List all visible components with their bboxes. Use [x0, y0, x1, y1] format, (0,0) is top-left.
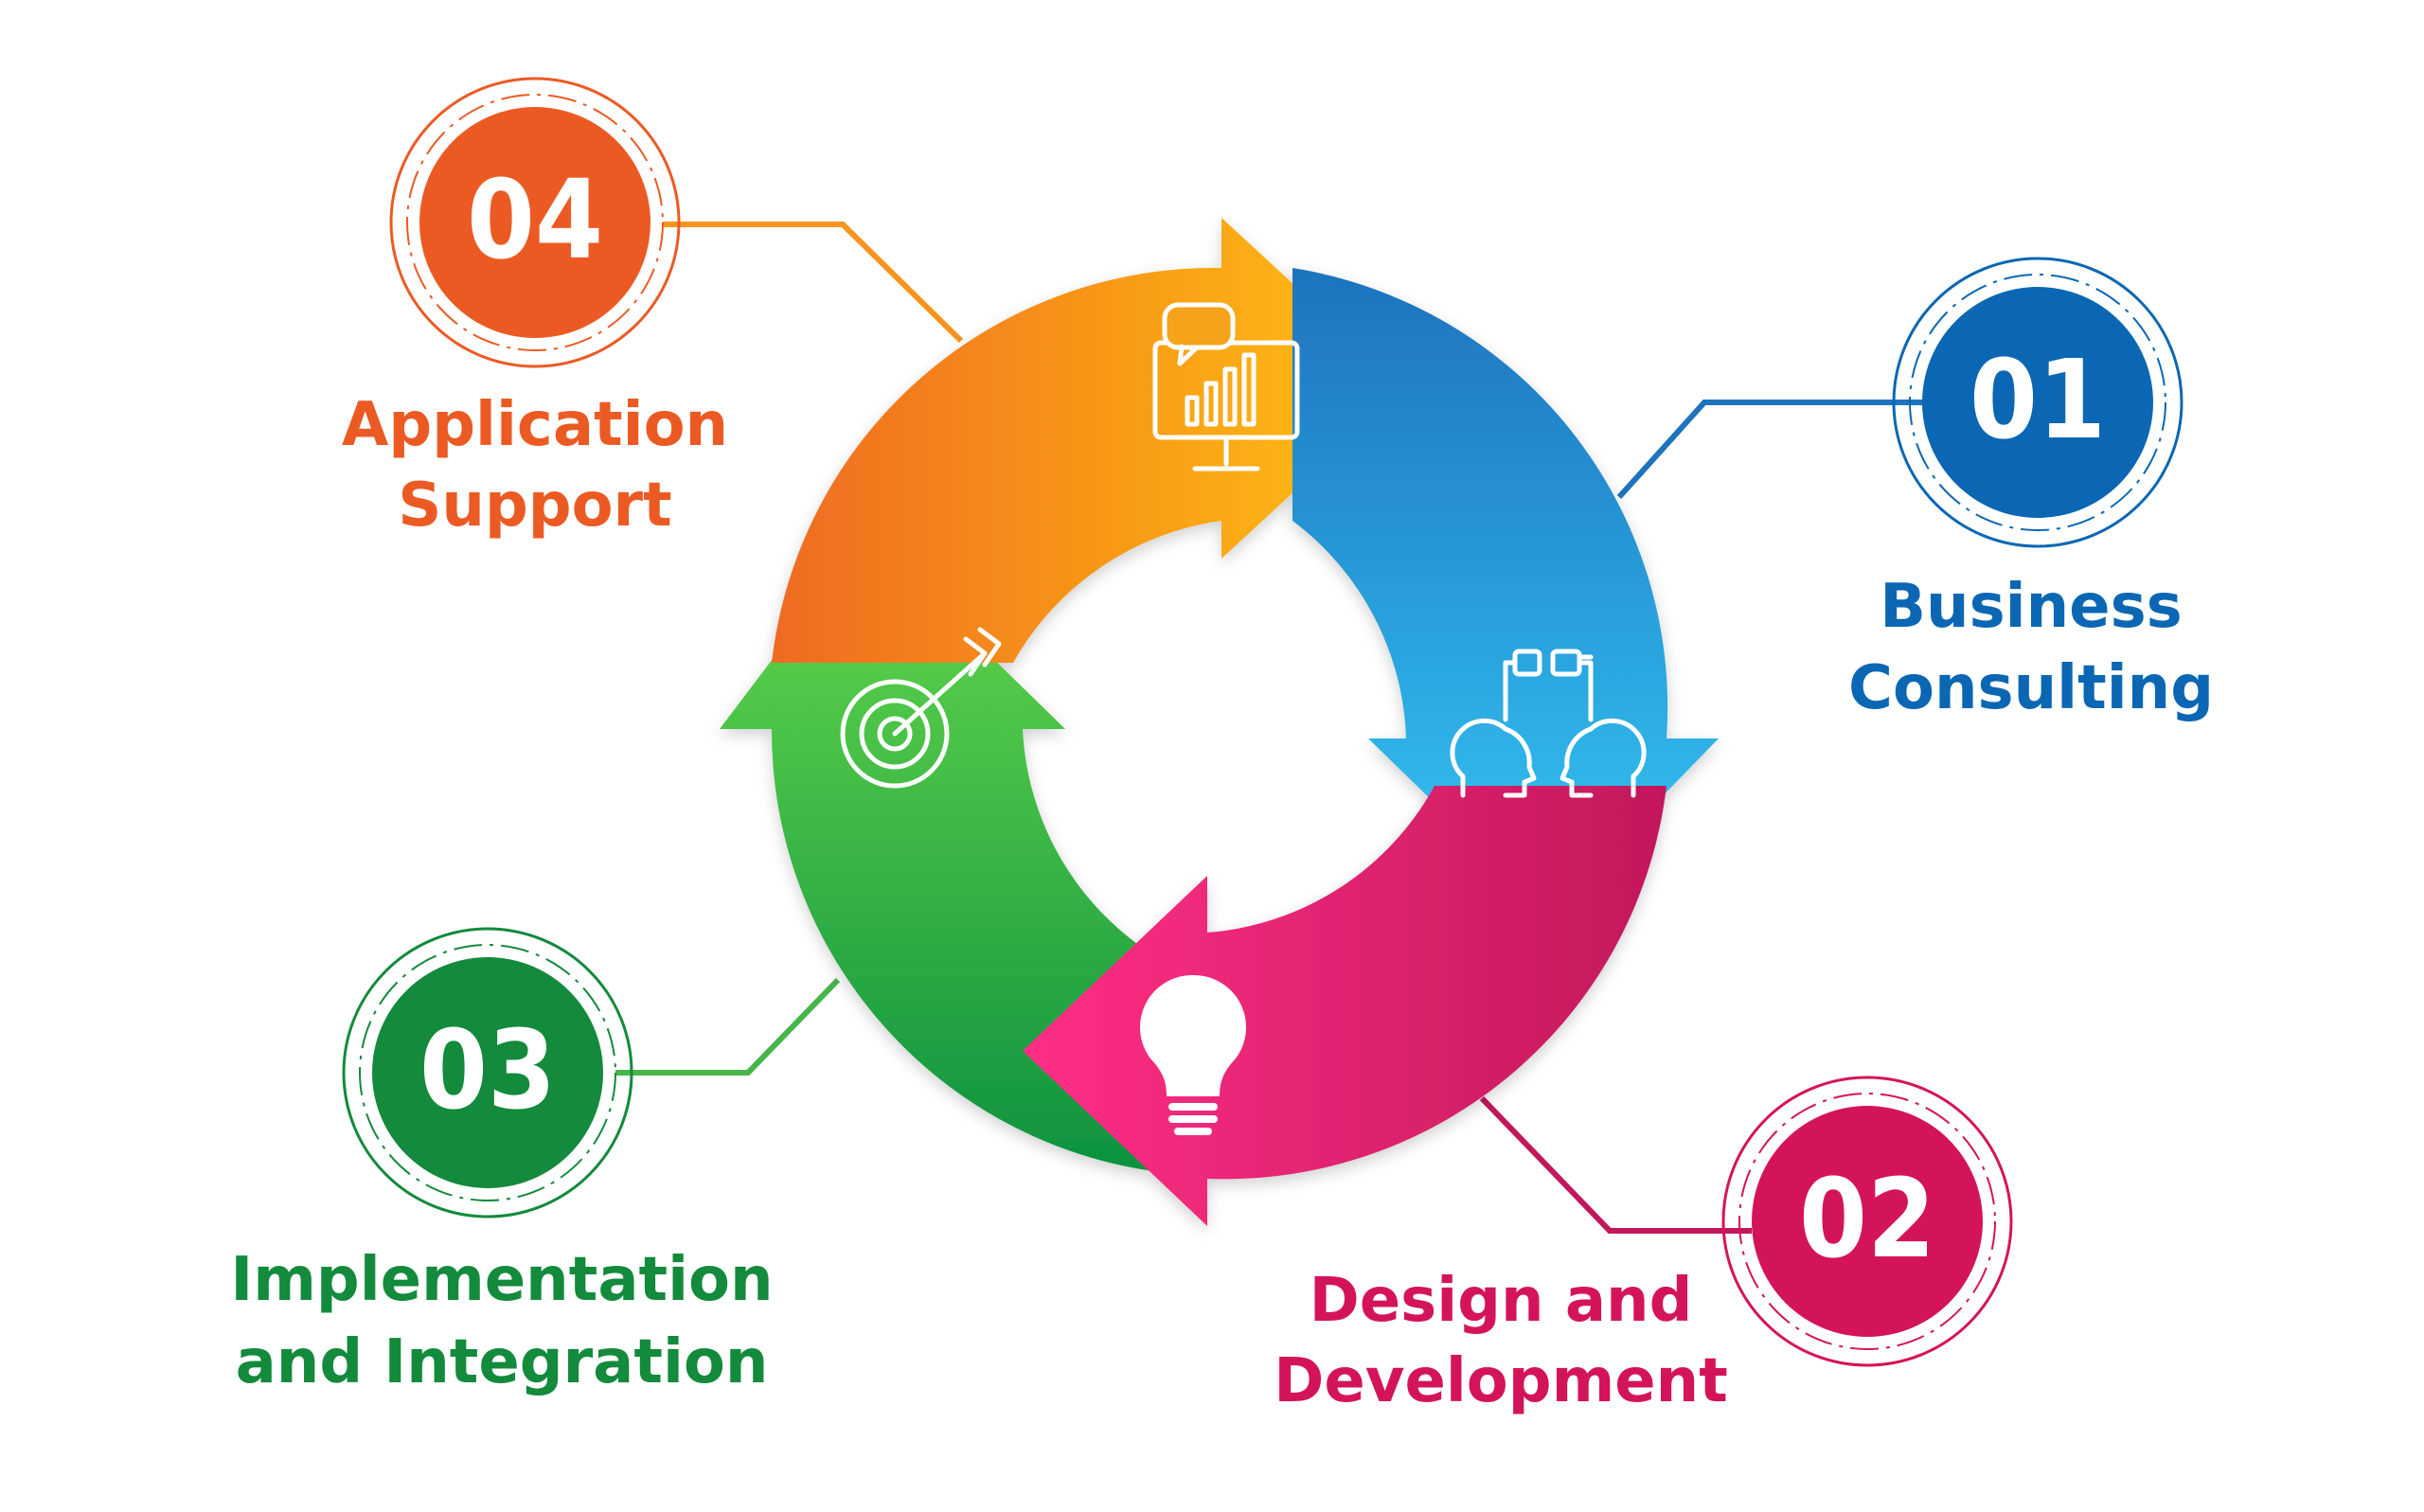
label-01: Business Consulting [1848, 572, 2214, 723]
badge-01-number: 01 [1970, 337, 2106, 464]
label-01-line2: Consulting [1848, 653, 2214, 723]
label-01-line1: Business [1880, 572, 2183, 642]
badge-02: 02 [1721, 1076, 2013, 1367]
label-02: Design and Development [1274, 1266, 1728, 1416]
connector-04 [663, 222, 964, 344]
badge-04: 04 [389, 77, 681, 368]
badge-03-number: 03 [419, 1007, 556, 1134]
label-04-line2: Support [398, 471, 671, 541]
label-02-line1: Design and [1310, 1266, 1693, 1336]
badge-03: 03 [342, 927, 633, 1218]
label-04: Application Support [342, 390, 728, 541]
label-04-line1: Application [342, 390, 728, 460]
lightbulb-icon [1139, 974, 1247, 1135]
connector-lines [615, 222, 1941, 1234]
connector-02 [1479, 1095, 1752, 1234]
badge-04-number: 04 [467, 157, 603, 284]
people-plug-icon [1450, 649, 1647, 798]
badge-02-number: 02 [1799, 1156, 1935, 1283]
ring-segment-04 [772, 218, 1406, 663]
connector-03 [615, 977, 841, 1076]
label-03-line1: Implementation [230, 1245, 773, 1315]
label-03-line2: and Integration [236, 1327, 769, 1397]
target-arrow-icon [840, 627, 1002, 789]
ring-segment-03 [720, 535, 1160, 1172]
ring-segment-01 [1292, 268, 1719, 914]
label-03: Implementation and Integration [230, 1245, 773, 1397]
presentation-chart-icon [1152, 302, 1300, 471]
cycle-ring [720, 218, 1719, 1226]
connector-01 [1616, 400, 1941, 500]
label-02-line2: Development [1274, 1346, 1728, 1416]
badge-01: 01 [1892, 257, 2183, 548]
